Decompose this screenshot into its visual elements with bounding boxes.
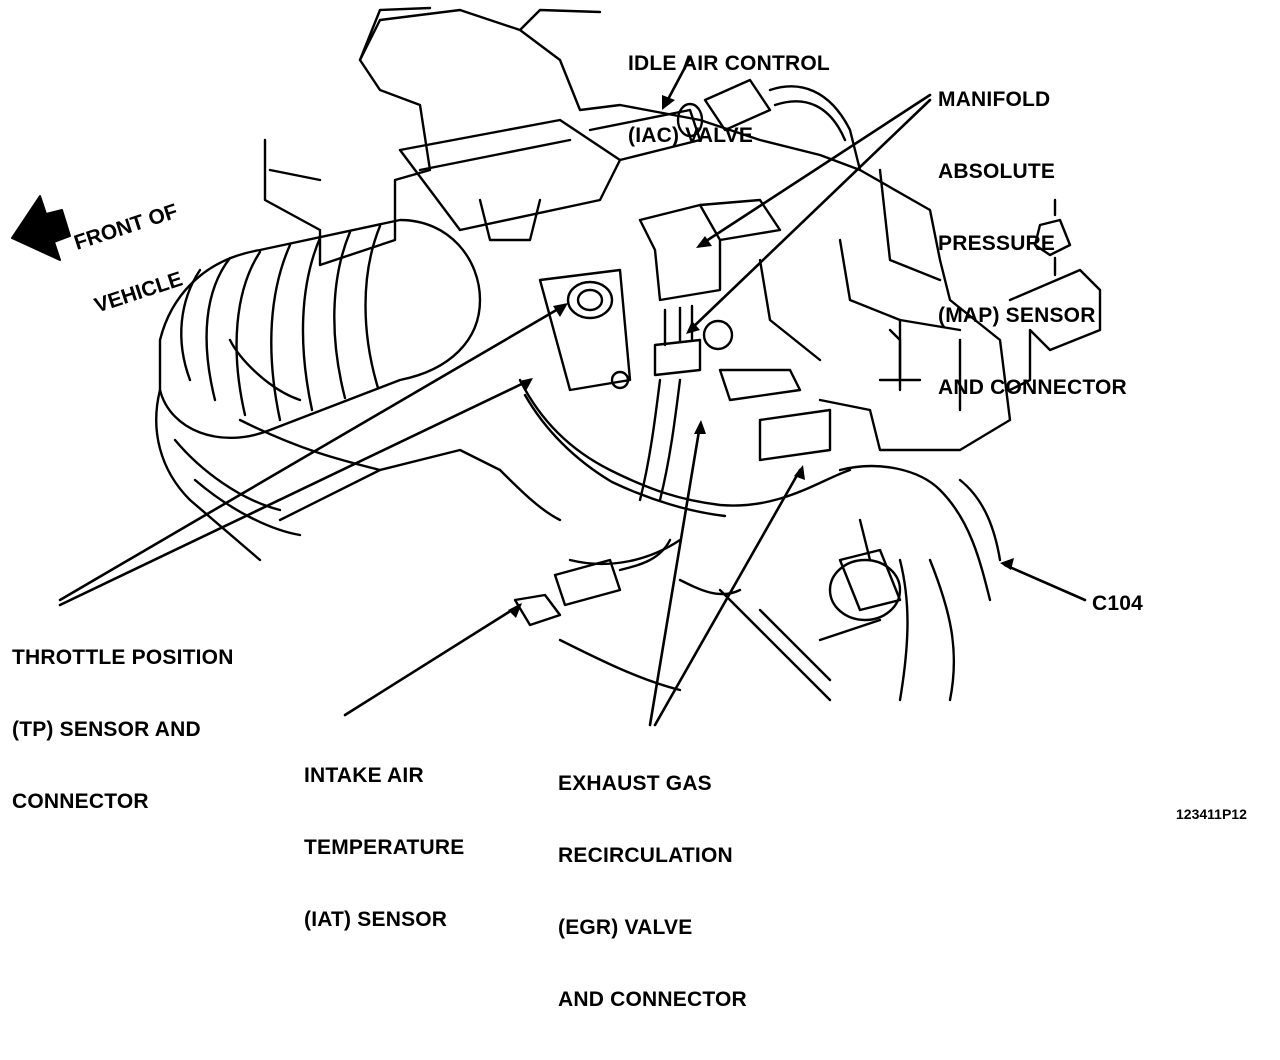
iat-sensor-art — [513, 538, 672, 627]
egr-label-line-2: RECIRCULATION — [558, 844, 733, 867]
egr-leader-line-1 — [648, 423, 702, 727]
front-arrow-icon — [11, 195, 71, 261]
wiring-harness — [518, 378, 1002, 702]
map-label-line-5: AND CONNECTOR — [938, 376, 1127, 399]
iac-valve-label: IDLE AIR CONTROL (IAC) VALVE — [628, 4, 830, 196]
figure-id: 123411P12 — [1176, 806, 1247, 822]
leader-arrowheads — [508, 95, 1014, 618]
tp-label-line-1: THROTTLE POSITION — [12, 646, 234, 669]
leader-lines — [58, 56, 1087, 727]
tp-label-line-3: CONNECTOR — [12, 790, 149, 813]
iac-valve-art — [588, 78, 862, 172]
map-sensor-label: MANIFOLD ABSOLUTE PRESSURE (MAP) SENSOR … — [938, 40, 1127, 448]
iac-label-line-1: IDLE AIR CONTROL — [628, 52, 830, 75]
engine-lower-art — [278, 448, 882, 702]
engine-illustration — [11, 6, 1102, 727]
c104-label: C104 — [1092, 592, 1144, 615]
tp-leader-line-1 — [58, 303, 567, 602]
tp-label-line-2: (TP) SENSOR AND — [12, 718, 201, 741]
engine-components-diagram: IDLE AIR CONTROL (IAC) VALVE MANIFOLD AB… — [11, 4, 1247, 1011]
c104-leader-line — [1003, 563, 1087, 602]
map-sensor-art — [638, 198, 782, 377]
map-label-line-1: MANIFOLD — [938, 88, 1051, 111]
iat-leader-line — [343, 603, 522, 717]
map-leader-line-2 — [688, 98, 932, 332]
air-intake-duct — [155, 218, 482, 562]
front-label-line-1: FRONT OF — [71, 199, 181, 255]
intake-manifold-outline — [263, 6, 1012, 452]
egr-label-line-3: (EGR) VALVE — [558, 916, 693, 939]
front-label-line-2: VEHICLE — [91, 267, 186, 318]
throttle-body — [398, 118, 632, 392]
egr-valve-art — [718, 368, 902, 622]
bracket-art — [878, 198, 1102, 392]
egr-label-line-1: EXHAUST GAS — [558, 772, 712, 795]
iat-label-line-3: (IAT) SENSOR — [304, 908, 448, 931]
iat-label-line-1: INTAKE AIR — [304, 764, 424, 787]
egr-label-line-4: AND CONNECTOR — [558, 988, 747, 1011]
map-label-line-3: PRESSURE — [938, 232, 1056, 255]
map-leader-line-1 — [698, 93, 932, 247]
egr-valve-label: EXHAUST GAS RECIRCULATION (EGR) VALVE AN… — [558, 724, 747, 1060]
tp-sensor-label: THROTTLE POSITION (TP) SENSOR AND CONNEC… — [12, 598, 234, 862]
iac-leader-line — [663, 56, 692, 107]
iat-label-line-2: TEMPERATURE — [304, 836, 465, 859]
tp-leader-line-2 — [58, 378, 532, 607]
iat-sensor-label: INTAKE AIR TEMPERATURE (IAT) SENSOR — [304, 716, 464, 980]
map-label-line-2: ABSOLUTE — [938, 160, 1056, 183]
map-label-line-4: (MAP) SENSOR — [938, 304, 1096, 327]
egr-leader-line-2 — [653, 468, 802, 727]
iac-label-line-2: (IAC) VALVE — [628, 124, 754, 147]
